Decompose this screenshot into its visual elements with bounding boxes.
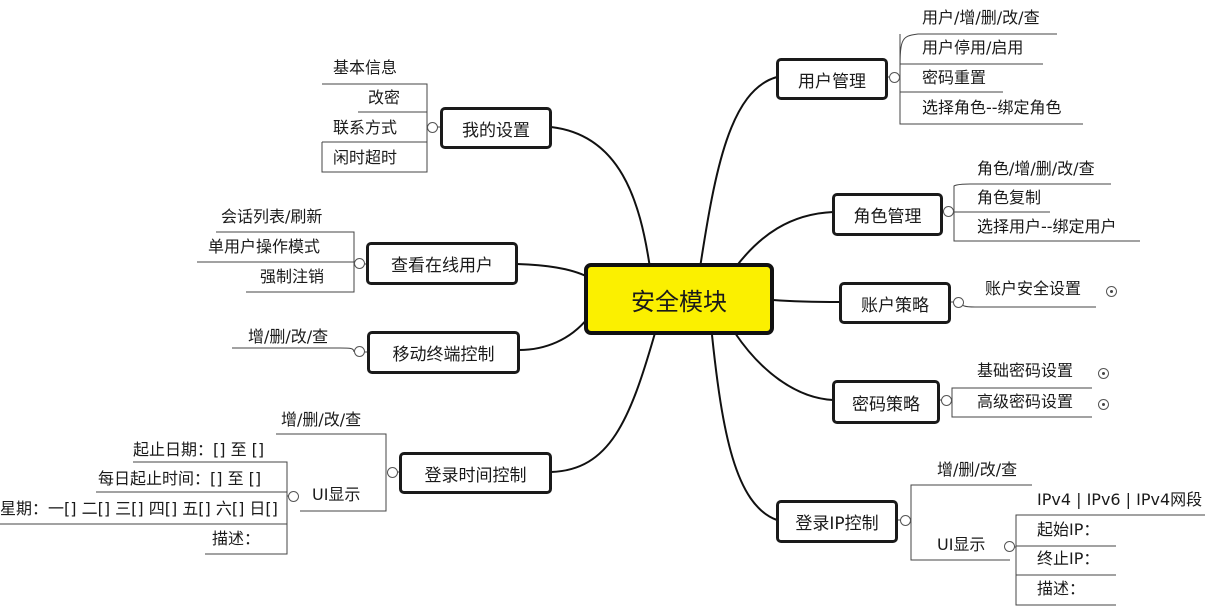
topic-login-ip-control[interactable]: 登录IP控制 [776, 500, 898, 543]
connector [734, 211, 834, 269]
connector [550, 126, 651, 269]
topic-mobile-control[interactable]: 移动终端控制 [367, 331, 520, 374]
leaf-time-description[interactable]: 描述： [212, 529, 261, 548]
connector [246, 264, 355, 293]
connector [518, 317, 589, 351]
connector [960, 301, 1096, 308]
leaf-date-range[interactable]: 起止日期：[] 至 [] [133, 440, 265, 459]
leaf-ip-ui-display[interactable]: UI显示 [937, 535, 986, 554]
connector [734, 332, 834, 401]
expand-icon[interactable] [1106, 286, 1117, 297]
topic-my-settings[interactable]: 我的设置 [440, 107, 552, 149]
topic-account-policy[interactable]: 账户策略 [839, 282, 951, 324]
connector [321, 127, 428, 173]
leaf-idle-timeout[interactable]: 闲时超时 [333, 148, 398, 167]
leaf-weekdays[interactable]: 星期：一[] 二[] 三[] 四[] 五[] 六[] 日[] [0, 499, 278, 518]
connector [711, 334, 778, 521]
topic-online-users[interactable]: 查看在线用户 [366, 242, 518, 285]
leaf-password-reset[interactable]: 密码重置 [922, 68, 987, 87]
connector [953, 183, 1111, 212]
connector [205, 496, 288, 555]
leaf-time-ui-display[interactable]: UI显示 [312, 485, 361, 504]
leaf-advanced-password[interactable]: 高级密码设置 [977, 392, 1074, 411]
collapse-toggle-icon[interactable] [288, 491, 299, 502]
connector [216, 231, 355, 264]
leaf-single-user-mode[interactable]: 单用户操作模式 [208, 237, 321, 256]
topic-role-management[interactable]: 角色管理 [832, 193, 943, 236]
topic-password-policy[interactable]: 密码策略 [832, 380, 940, 424]
collapse-toggle-icon[interactable] [900, 515, 911, 526]
connector [1015, 547, 1116, 606]
leaf-daily-time[interactable]: 每日起止时间：[] 至 [] [98, 469, 262, 488]
expand-icon[interactable] [1098, 368, 1109, 379]
connector [951, 400, 1092, 418]
leaf-role-crud[interactable]: 角色/增/删/改/查 [977, 159, 1095, 178]
leaf-session-list[interactable]: 会话列表/刷新 [221, 207, 323, 226]
collapse-toggle-icon[interactable] [387, 467, 398, 478]
root-topic[interactable]: 安全模块 [584, 263, 774, 335]
topic-user-management[interactable]: 用户管理 [776, 58, 888, 100]
connector [953, 212, 1140, 242]
leaf-role-copy[interactable]: 角色复制 [977, 188, 1042, 207]
expand-icon[interactable] [1098, 399, 1109, 410]
connector [322, 83, 428, 127]
leaf-account-security[interactable]: 账户安全设置 [985, 279, 1082, 298]
collapse-toggle-icon[interactable] [1004, 541, 1015, 552]
leaf-basic-info[interactable]: 基本信息 [333, 58, 398, 77]
leaf-ip-type[interactable]: IPv4 | IPv6 | IPv4网段 [1037, 490, 1203, 509]
collapse-toggle-icon[interactable] [889, 72, 900, 83]
leaf-user-crud[interactable]: 用户/增/删/改/查 [922, 8, 1040, 27]
connector [550, 332, 656, 473]
collapse-toggle-icon[interactable] [953, 297, 964, 308]
connector [300, 472, 387, 512]
leaf-bind-role[interactable]: 选择角色--绑定角色 [922, 98, 1062, 117]
connector [232, 347, 355, 353]
leaf-start-ip[interactable]: 起始IP： [1037, 520, 1100, 539]
leaf-time-crud[interactable]: 增/删/改/查 [281, 410, 362, 429]
connector [1015, 514, 1205, 547]
leaf-contact[interactable]: 联系方式 [333, 118, 398, 137]
leaf-force-logout[interactable]: 强制注销 [260, 267, 325, 286]
collapse-toggle-icon[interactable] [943, 206, 954, 217]
collapse-toggle-icon[interactable] [354, 346, 365, 357]
connector [910, 484, 1032, 520]
collapse-toggle-icon[interactable] [427, 122, 438, 133]
leaf-change-password[interactable]: 改密 [368, 88, 401, 107]
connector [276, 433, 387, 472]
topic-login-time-control[interactable]: 登录时间控制 [399, 452, 552, 494]
leaf-basic-password[interactable]: 基础密码设置 [977, 361, 1074, 380]
leaf-ip-description[interactable]: 描述： [1037, 579, 1086, 598]
connector [516, 263, 589, 278]
collapse-toggle-icon[interactable] [941, 395, 952, 406]
collapse-toggle-icon[interactable] [354, 258, 365, 269]
leaf-bind-user[interactable]: 选择用户--绑定用户 [977, 217, 1117, 236]
leaf-user-disable-enable[interactable]: 用户停用/启用 [922, 38, 1024, 57]
connector [951, 387, 1092, 400]
connector [910, 520, 1010, 561]
leaf-mobile-crud[interactable]: 增/删/改/查 [248, 327, 329, 346]
leaf-end-ip[interactable]: 终止IP： [1037, 549, 1100, 568]
connector [699, 76, 778, 269]
leaf-ip-crud[interactable]: 增/删/改/查 [937, 460, 1018, 479]
connector [772, 299, 841, 303]
connector [133, 461, 288, 496]
